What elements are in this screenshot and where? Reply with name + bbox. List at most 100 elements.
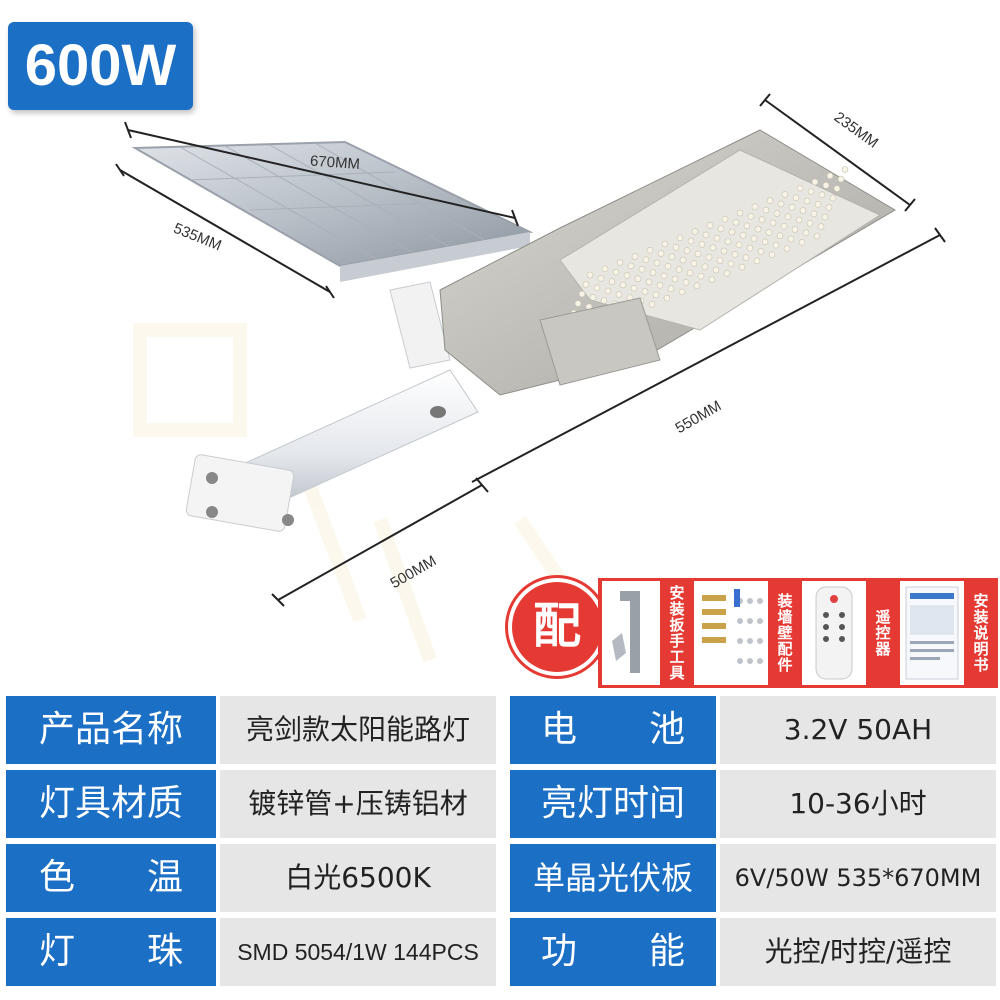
led-bead [648,300,656,308]
led-bead [821,213,829,221]
led-bead [765,229,773,236]
led-bead [780,222,788,230]
led-bead [787,235,795,243]
led-bead [661,240,669,248]
led-bead [671,275,679,283]
spec-key-product-name: 产品名称 [6,696,216,764]
led-bead [792,194,800,201]
led-bead [582,281,590,288]
dim-lamp-length: 550MM [673,397,725,437]
spec-key-solar-panel: 单晶光伏板 [510,844,716,912]
led-bead [810,210,818,218]
led-bead [717,225,725,232]
led-bead [743,222,751,230]
led-bead [825,204,833,211]
led-bead [791,226,799,233]
led-bead [784,213,792,220]
led-bead [612,268,620,276]
screws-icon [694,581,768,685]
led-bead [798,239,806,246]
led-bead [593,284,601,292]
led-bead [735,241,743,249]
led-bead [807,188,815,195]
led-bead [761,238,769,246]
led-bead [694,250,702,258]
led-bead [698,241,706,248]
accessory-label-screws: 装墙壁配件 [775,593,794,673]
led-bead [758,216,766,223]
led-bead [716,257,724,264]
led-bead [829,194,837,202]
led-bead [693,282,701,290]
dim-panel-length: 670MM [309,153,360,173]
spec-value-product-name: 亮剑款太阳能路灯 [220,696,496,764]
led-bead [795,216,803,224]
led-bead [766,197,774,204]
led-bead [678,288,686,296]
led-bead [753,257,761,265]
led-bead [641,288,649,295]
accessory-band: 安装扳手工具 装墙壁配件 [598,578,998,688]
led-bead [702,231,710,239]
led-bead [772,241,780,249]
led-bead [676,234,684,242]
led-bead [796,184,804,192]
led-bead [768,251,776,258]
led-bead [732,219,740,226]
led-bead [623,272,631,279]
led-bead [663,294,671,302]
led-bead [833,185,841,192]
led-bead [686,269,694,277]
led-bead [813,232,821,240]
spec-value-material: 镀锌管+压铸铝材 [220,770,496,838]
product-illustration: 670MM 535MM 235MM 550MM 500MM [115,93,946,685]
led-bead [631,253,639,260]
spec-key-led-beads: 灯 珠 [6,918,216,986]
lamp-head [439,129,896,396]
led-bead [701,263,709,271]
led-bead [803,197,811,205]
manual-icon [900,581,964,685]
led-bead [574,300,582,307]
led-bead [781,191,789,198]
led-bead [788,203,796,211]
led-bead [713,234,721,242]
led-bead [742,254,750,261]
spec-value-color-temp: 白光6500K [220,844,496,912]
led-bead [697,272,705,280]
lamp-arm [185,369,479,532]
led-bead [683,247,691,254]
led-bead [638,265,646,273]
spec-table: 产品名称 亮剑款太阳能路灯 电 池 3.2V 50AH 灯具材质 镀锌管+压铸铝… [6,692,996,992]
led-bead [727,260,735,268]
led-bead [604,287,612,295]
wattage-badge: 600W [8,22,193,110]
spec-value-battery: 3.2V 50AH [720,696,996,764]
led-bead [667,285,675,292]
accessory-label-manual: 安装说明书 [971,593,990,673]
led-bead [841,166,849,173]
led-bead [728,228,736,236]
led-bead [776,232,784,239]
spec-key-battery: 电 池 [510,696,716,764]
led-bead [721,215,729,223]
led-bead [777,200,785,208]
led-bead [634,275,642,283]
spec-value-led-beads: SMD 5054/1W 144PCS [220,918,496,986]
led-bead [723,269,731,277]
wrench-icon [602,581,660,685]
led-bead [586,271,594,279]
led-bead [660,272,668,280]
led-bead [731,251,739,258]
led-bead [600,297,608,304]
led-bead [706,222,714,229]
led-bead [754,225,762,233]
led-bead [630,284,638,292]
led-bead [682,279,690,286]
led-bead [687,237,695,245]
led-bead [818,191,826,199]
led-bead [672,244,680,251]
accessory-badge-label: 配 [532,598,581,654]
spec-value-lighting-time: 10-36小时 [720,770,996,838]
led-bead [811,178,819,186]
